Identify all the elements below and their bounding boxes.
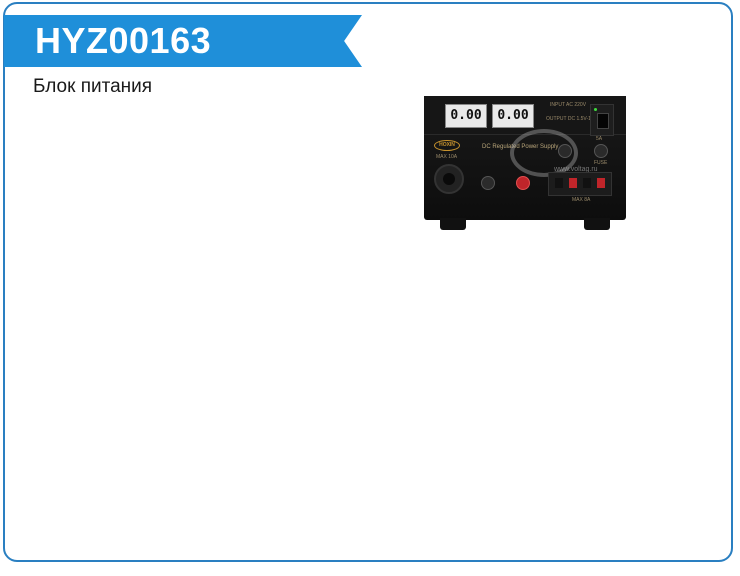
power-led-icon [594, 108, 597, 111]
fuse-holder-icon [594, 144, 608, 158]
left-foot [440, 218, 466, 230]
brand-logo: HOXIN [434, 140, 460, 151]
product-card [3, 2, 733, 562]
product-image: 0.00 0.00 INPUT AC 220V OUTPUT DC 1.5V-1… [424, 96, 626, 230]
voltage-display: 0.00 [445, 104, 487, 128]
code-banner [4, 15, 362, 67]
product-code: HYZ00163 [35, 20, 212, 61]
red-terminal-icon [516, 176, 530, 190]
watermark-icon [510, 129, 578, 177]
watermark-text: www.voltag.ru [554, 166, 598, 173]
input-label: INPUT AC 220V [550, 102, 587, 108]
terminal-block [548, 172, 612, 196]
output-label: OUTPUT DC 1.5V-15V [546, 116, 598, 122]
terminal-max-label: MAX 8A [572, 197, 591, 203]
max-current-label: MAX 10A [436, 154, 458, 160]
rocker-icon [597, 113, 609, 129]
product-description: Блок питания [33, 76, 153, 97]
cigarette-socket-icon [434, 164, 464, 194]
power-switch [590, 104, 614, 136]
fuse-label: FUSE [594, 160, 608, 166]
black-terminal-icon [481, 176, 495, 190]
right-foot [584, 218, 610, 230]
voltage-knob-icon [558, 144, 572, 158]
current-display: 0.00 [492, 104, 534, 128]
fuse-rating: 5A [596, 136, 603, 142]
